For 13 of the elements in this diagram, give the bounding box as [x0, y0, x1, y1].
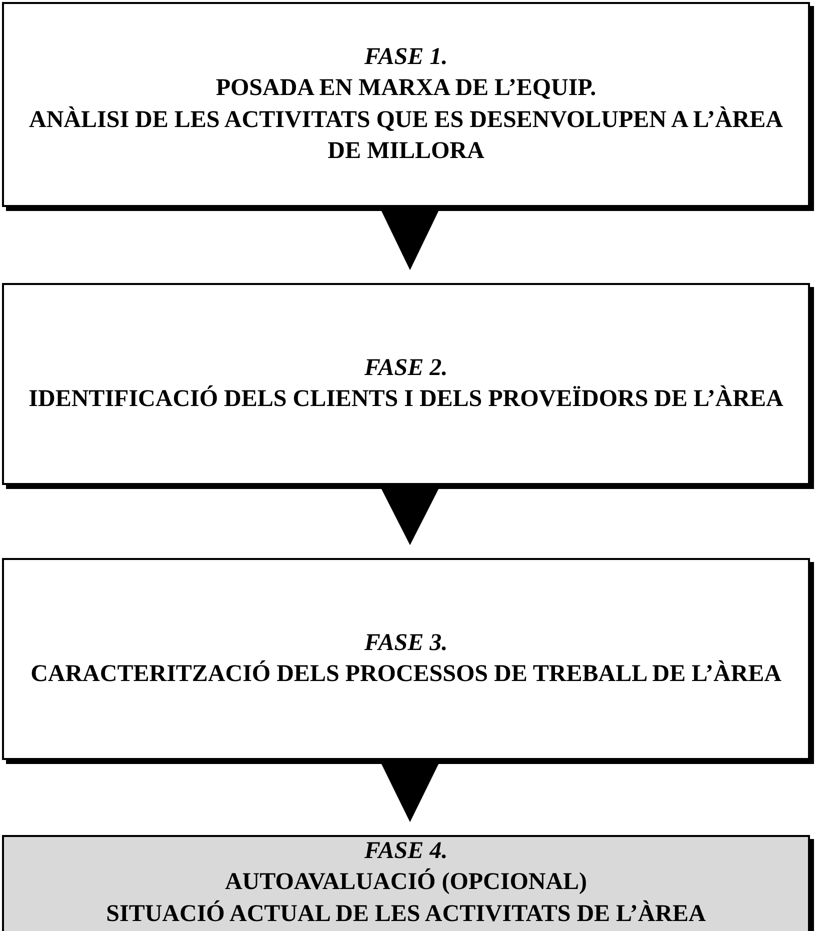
- phase-description: SITUACIÓ ACTUAL DE LES ACTIVITATS DE L’ÀREA: [106, 899, 706, 929]
- arrow: [381, 764, 439, 822]
- phase-description: CARACTERITZACIÓ DELS PROCESSOS DE TREBALL DE L’ÀREA: [30, 659, 782, 689]
- phase-heading: FASE 1.: [364, 43, 448, 72]
- phase-heading: FASE 2.: [364, 354, 448, 383]
- phase-heading: FASE 3.: [364, 628, 448, 658]
- phase-description: POSADA EN MARXA DE L’EQUIP.: [216, 74, 596, 104]
- phase-heading: FASE 4.: [364, 837, 448, 866]
- phase-description: AUTOAVALUACIÓ (OPCIONAL): [224, 867, 588, 898]
- arrow: [381, 210, 439, 270]
- phase-description: IDENTIFICACIÓ DELS CLIENTS I DELS PROVEÏDORS DE L’ÀREA: [28, 384, 784, 414]
- arrow: [381, 488, 439, 546]
- phase-description: ANÀLISI DE LES ACTIVITATS QUE ES DESENVOLUPEN A L’ÀREA DE MILLORA: [28, 105, 784, 166]
